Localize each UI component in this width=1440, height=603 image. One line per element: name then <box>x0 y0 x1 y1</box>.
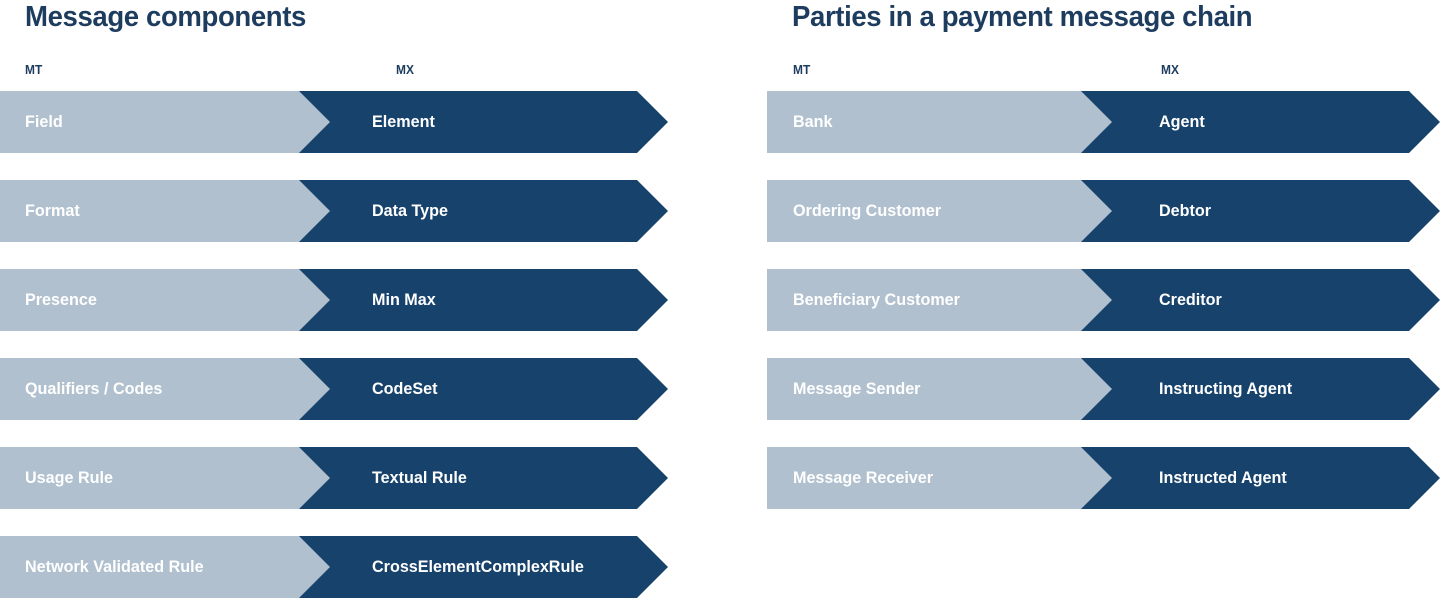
chevron-label-mx: Debtor <box>1159 201 1212 220</box>
chevron-segment-mt: Beneficiary Customer <box>767 269 1112 331</box>
chevron-label-mt: Ordering Customer <box>793 201 942 220</box>
group-title: Message components <box>25 1 306 33</box>
chevron-row: Debtor Ordering Customer <box>767 180 1440 242</box>
chevron-label-mx: Agent <box>1159 112 1205 131</box>
chevron-segment-mx: Data Type <box>299 180 668 242</box>
chevron-segment-mt: Qualifiers / Codes <box>0 358 330 420</box>
chevron-label-mx: CrossElementComplexRule <box>372 557 584 576</box>
chevron-label-mt: Beneficiary Customer <box>793 290 960 309</box>
chevron-row: Textual Rule Usage Rule <box>0 447 668 509</box>
chevron-row: CodeSet Qualifiers / Codes <box>0 358 668 420</box>
chevron-label-mt: Message Receiver <box>793 468 934 487</box>
chevron-segment-mx: Instructing Agent <box>1081 358 1440 420</box>
chevron-segment-mt: Field <box>0 91 330 153</box>
chevron-segment-mx: CrossElementComplexRule <box>299 536 668 598</box>
chevron-label-mt: Field <box>25 112 63 131</box>
chevron-label-mx: Instructed Agent <box>1159 468 1287 487</box>
chevron-label-mt: Message Sender <box>793 379 921 398</box>
chevron-segment-mt: Bank <box>767 91 1112 153</box>
chevron-label-mx: Creditor <box>1159 290 1222 309</box>
chevron-row: Min Max Presence <box>0 269 668 331</box>
chevron-label-mt: Format <box>25 201 80 220</box>
column-caption-mt: MT <box>25 62 43 77</box>
column-caption-mx: MX <box>1161 62 1179 77</box>
chevron-row: Instructing Agent Message Sender <box>767 358 1440 420</box>
chevron-row: Agent Bank <box>767 91 1440 153</box>
chevron-label-mt: Network Validated Rule <box>25 557 204 576</box>
chevron-row: Data Type Format <box>0 180 668 242</box>
chevron-label-mx: Textual Rule <box>372 468 467 487</box>
column-caption-mt: MT <box>793 62 811 77</box>
chevron-segment-mx: CodeSet <box>299 358 668 420</box>
chevron-segment-mx: Element <box>299 91 668 153</box>
chevron-segment-mt: Network Validated Rule <box>0 536 330 598</box>
chevron-segment-mx: Debtor <box>1081 180 1440 242</box>
chevron-label-mt: Bank <box>793 112 833 131</box>
chevron-segment-mx: Creditor <box>1081 269 1440 331</box>
chevron-row: Element Field <box>0 91 668 153</box>
chevron-label-mx: CodeSet <box>372 379 438 398</box>
chevron-label-mt: Presence <box>25 290 97 309</box>
chevron-segment-mt: Format <box>0 180 330 242</box>
column-caption-mx: MX <box>396 62 414 77</box>
chevron-segment-mx: Instructed Agent <box>1081 447 1440 509</box>
chevron-segment-mt: Usage Rule <box>0 447 330 509</box>
chevron-label-mt: Usage Rule <box>25 468 113 487</box>
chevron-label-mx: Instructing Agent <box>1159 379 1293 398</box>
chevron-label-mx: Data Type <box>372 201 448 220</box>
chevron-segment-mx: Min Max <box>299 269 668 331</box>
chevron-segment-mt: Message Receiver <box>767 447 1112 509</box>
group-title: Parties in a payment message chain <box>792 1 1253 33</box>
chevron-segment-mt: Presence <box>0 269 330 331</box>
chevron-label-mx: Min Max <box>372 290 436 309</box>
chevron-row: Instructed Agent Message Receiver <box>767 447 1440 509</box>
chevron-row: CrossElementComplexRule Network Validated… <box>0 536 668 598</box>
chevron-segment-mx: Textual Rule <box>299 447 668 509</box>
chevron-segment-mt: Message Sender <box>767 358 1112 420</box>
chevron-segment-mx: Agent <box>1081 91 1440 153</box>
chevron-row: Creditor Beneficiary Customer <box>767 269 1440 331</box>
chevron-label-mt: Qualifiers / Codes <box>25 379 163 398</box>
chevron-segment-mt: Ordering Customer <box>767 180 1112 242</box>
chevron-label-mx: Element <box>372 112 435 131</box>
